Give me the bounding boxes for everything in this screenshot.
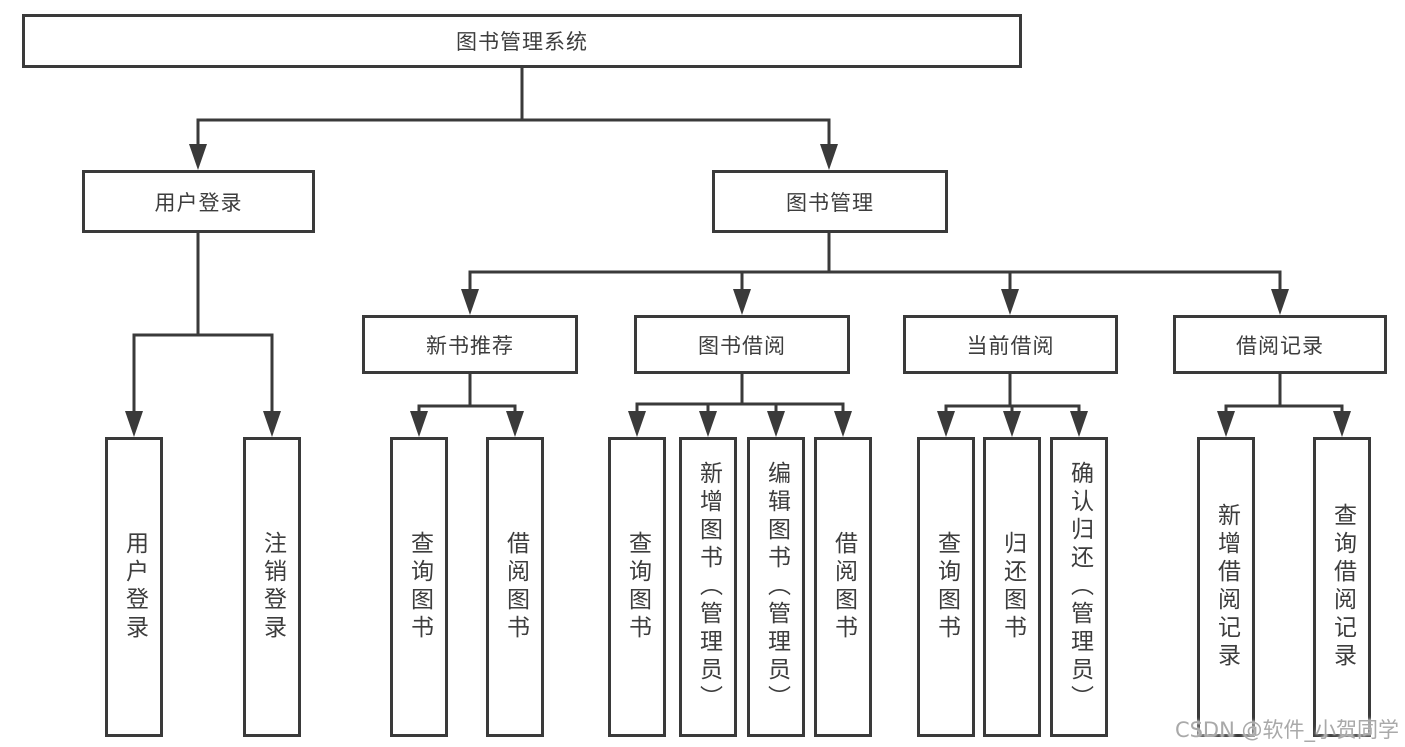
node-label: 确认归还（管理员）	[1066, 461, 1093, 713]
node-label: 借阅图书	[830, 531, 857, 643]
node-label: 新增借阅记录	[1213, 503, 1240, 671]
node-label: 查询图书	[933, 531, 960, 643]
node-label: 查询借阅记录	[1329, 503, 1356, 671]
node-borrow-records: 借阅记录	[1173, 315, 1387, 374]
leaf-add-book-admin: 新增图书（管理员）	[679, 437, 737, 737]
node-label: 用户登录	[154, 190, 243, 215]
csdn-watermark: CSDN @软件_小贺同学	[1174, 718, 1399, 742]
node-label: 用户登录	[121, 531, 148, 643]
leaf-query-books-borrow: 查询图书	[608, 437, 666, 737]
node-user-login: 用户登录	[82, 170, 315, 233]
connector-user-login-to-leaves	[132, 233, 274, 415]
connector-book-borrow-to-leaves	[635, 374, 845, 415]
node-label: 借阅图书	[502, 531, 529, 643]
node-label: 当前借阅	[966, 333, 1055, 358]
leaf-borrow-books-recommend: 借阅图书	[486, 437, 544, 737]
leaf-borrow-books-borrow: 借阅图书	[814, 437, 872, 737]
leaf-confirm-return-admin: 确认归还（管理员）	[1050, 437, 1108, 737]
connector-new-book-recommend-to-leaves	[417, 374, 517, 415]
node-label: 查询图书	[624, 531, 651, 643]
leaf-query-books-recommend: 查询图书	[390, 437, 448, 737]
node-label: 新书推荐	[426, 333, 514, 358]
connector-root-to-level2	[196, 68, 831, 148]
leaf-query-borrow-record: 查询借阅记录	[1313, 437, 1371, 737]
leaf-user-login: 用户登录	[105, 437, 163, 737]
node-new-book-recommend: 新书推荐	[362, 315, 578, 374]
node-label: 归还图书	[999, 531, 1026, 643]
node-label: 借阅记录	[1236, 333, 1324, 358]
node-book-management: 图书管理	[712, 170, 948, 233]
node-label: 查询图书	[406, 531, 433, 643]
leaf-query-books-current: 查询图书	[917, 437, 975, 737]
leaf-edit-book-admin: 编辑图书（管理员）	[747, 437, 805, 737]
leaf-add-borrow-record: 新增借阅记录	[1197, 437, 1255, 737]
leaf-logout: 注销登录	[243, 437, 301, 737]
node-label: 图书借阅	[698, 333, 786, 358]
node-label: 图书管理系统	[456, 30, 588, 54]
connector-current-borrow-to-leaves	[944, 374, 1081, 415]
node-label: 图书管理	[786, 190, 874, 215]
node-label: 新增图书（管理员）	[695, 461, 722, 713]
node-library-management-system: 图书管理系统	[22, 14, 1022, 68]
leaf-return-books: 归还图书	[983, 437, 1041, 737]
node-book-borrow: 图书借阅	[634, 315, 850, 374]
connector-book-management-to-level3	[468, 233, 1282, 293]
node-current-borrow: 当前借阅	[903, 315, 1118, 374]
connector-borrow-records-to-leaves	[1224, 374, 1344, 415]
node-label: 编辑图书（管理员）	[763, 461, 790, 713]
node-label: 注销登录	[259, 531, 286, 643]
